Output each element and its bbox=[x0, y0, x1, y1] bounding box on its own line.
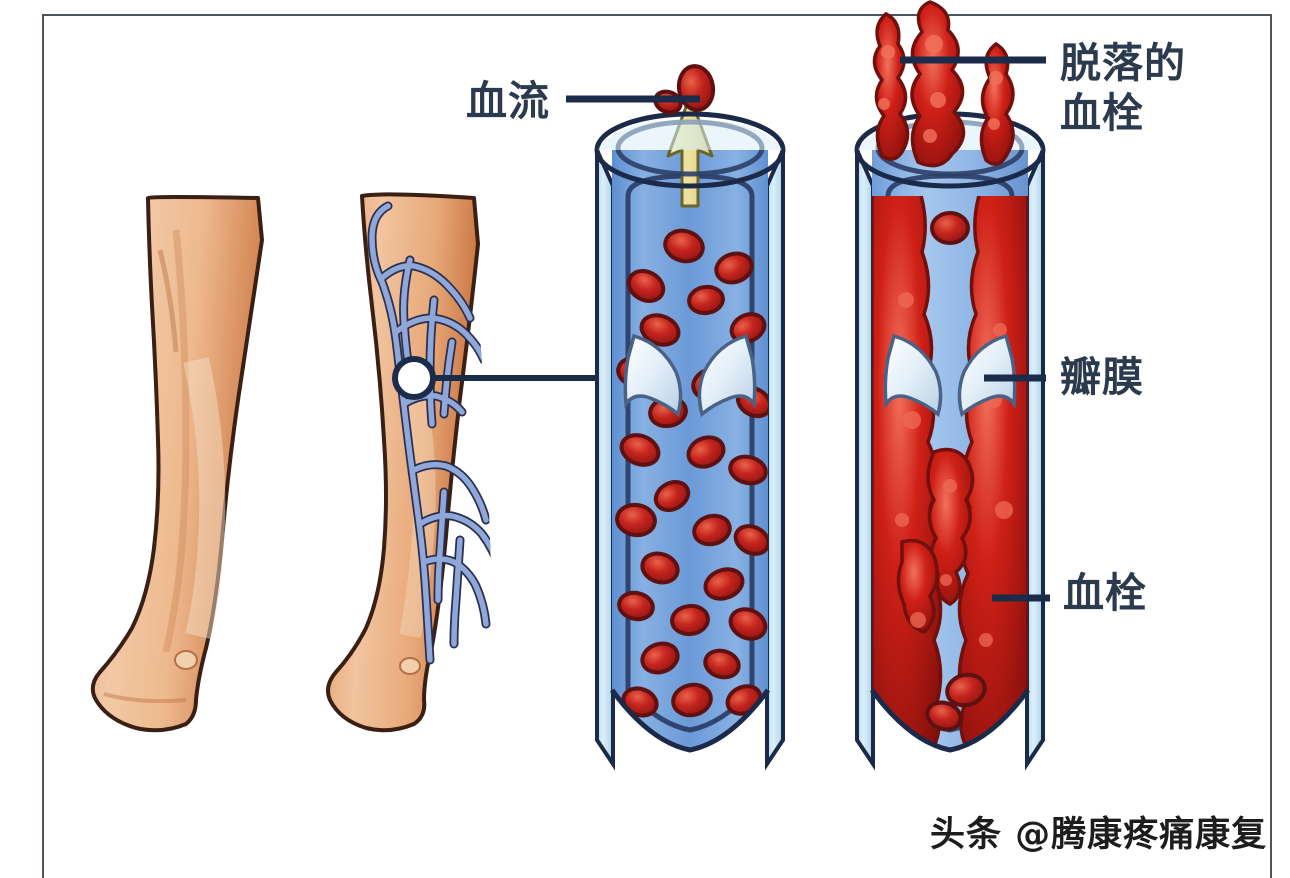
vein-valve-normal bbox=[623, 333, 757, 418]
detached-thrombus-center bbox=[910, 0, 966, 168]
panel-thrombosed-vein bbox=[854, 0, 1046, 771]
detached-highlights bbox=[878, 35, 1003, 143]
vessel-wall-right-2 bbox=[1025, 149, 1045, 771]
vessel-wall-left bbox=[595, 149, 615, 771]
knee-shading bbox=[157, 249, 179, 353]
callout-marker-dot bbox=[392, 356, 436, 400]
label-thrombus: 血栓 bbox=[1063, 569, 1147, 617]
panel-leg-skin bbox=[90, 195, 264, 733]
shin-shading bbox=[162, 229, 190, 653]
ankle-malleolus-2 bbox=[399, 657, 421, 675]
blood-flow-arrow bbox=[666, 94, 714, 640]
vessel-wall-right bbox=[765, 149, 785, 771]
valve-leaflet-left-2 bbox=[883, 333, 943, 418]
foot-shading bbox=[103, 692, 187, 704]
vessel-bottom-cut bbox=[609, 688, 771, 753]
flow-arrow-head bbox=[666, 94, 714, 208]
vessel-rim-outer bbox=[594, 111, 786, 189]
ankle-malleolus bbox=[174, 650, 198, 670]
thrombus-lower-left bbox=[896, 538, 939, 634]
vessel-wall-left-2 bbox=[855, 149, 875, 771]
panel-normal-vein bbox=[594, 64, 786, 771]
label-valve: 瓣膜 bbox=[1060, 353, 1144, 401]
detached-thrombus-left bbox=[872, 11, 910, 161]
rim-highlight bbox=[598, 119, 782, 150]
label-blood-flow: 血流 bbox=[466, 77, 550, 125]
thrombus-center bbox=[926, 447, 975, 607]
valve-leaflet-right bbox=[697, 333, 757, 418]
residual-red-cells bbox=[925, 211, 987, 732]
detached-thrombus-group bbox=[872, 0, 1015, 168]
venous-network bbox=[367, 201, 505, 665]
watermark-text: 头条 @腾康疼痛康复 bbox=[930, 815, 1268, 855]
callout-leader-line bbox=[392, 356, 612, 400]
leg-skin-outline bbox=[90, 195, 264, 733]
valve-leaflet-left bbox=[623, 333, 683, 418]
leg-vein-outline bbox=[326, 192, 480, 733]
panel-leg-veins bbox=[326, 192, 505, 733]
vessel-bottom-cut-2 bbox=[869, 688, 1031, 753]
calf-highlight bbox=[183, 357, 226, 640]
label-detached-thrombus: 脱落的 血栓 bbox=[1060, 39, 1186, 138]
